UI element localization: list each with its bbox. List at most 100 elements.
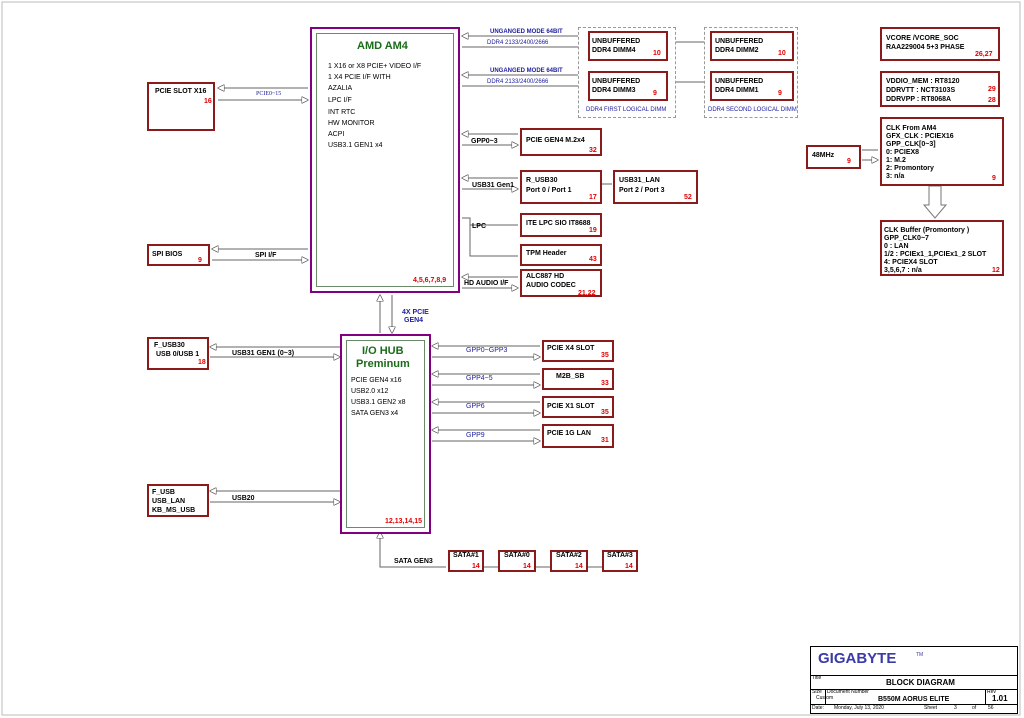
dimm-group1-label: DDR4 FIRST LOGICAL DIMM xyxy=(586,107,667,113)
arrow-spi xyxy=(212,249,308,260)
vddio-page1: 29 xyxy=(988,86,996,93)
clk-line-2: GPP_CLK[0~3] xyxy=(886,141,936,148)
cpu-line-0: 1 X16 or X8 PCIE+ VIDEO I/F xyxy=(328,63,422,70)
docnum-label: Document Number xyxy=(827,689,869,695)
m2-page: 32 xyxy=(589,147,597,154)
pcie-slot-x16-label: PCIE SLOT X16 xyxy=(155,88,207,95)
arrow-audio xyxy=(462,277,518,288)
bus-4x-pcie-2: GEN4 xyxy=(404,317,424,324)
cpu-block xyxy=(310,27,460,293)
slot-x1-page: 35 xyxy=(601,409,609,416)
slot-x4-label: PCIE X4 SLOT xyxy=(547,345,595,352)
bus-gpp03: GPP0~3 xyxy=(471,138,498,145)
slot-x1-box xyxy=(542,396,614,418)
sata3-box xyxy=(602,550,638,572)
bus-unganged-1: UNGANGED MODE 64BIT xyxy=(490,29,563,35)
m2-label: PCIE GEN4 M.2x4 xyxy=(526,137,585,144)
clkbuf-line-4: 4: PCIEX4 SLOT xyxy=(884,259,938,266)
bus-gpp6: GPP6 xyxy=(466,403,485,410)
title-label: Title xyxy=(812,675,822,681)
audio-line1: ALC887 HD xyxy=(526,273,565,280)
usb31-lan-line1: USB31_LAN xyxy=(619,177,660,184)
clk-line-5: 2: Promontory xyxy=(886,165,934,172)
dimm2-page: 10 xyxy=(778,50,786,57)
clkbuf-page: 12 xyxy=(992,267,1000,274)
usb31-lan-box xyxy=(613,170,698,204)
sata0-box xyxy=(498,550,536,572)
sheet-value: 3 xyxy=(954,705,957,711)
cpu-line-4: INT RTC xyxy=(328,109,356,116)
size-value: Custom xyxy=(816,695,834,701)
io-hub-block xyxy=(340,334,431,534)
vcore-page: 26,27 xyxy=(975,51,993,58)
bus-pciex: PCIE0~15 xyxy=(256,91,282,97)
bus-gpp4-5: GPP4~5 xyxy=(466,375,493,382)
lan-box xyxy=(542,424,614,448)
m2-box xyxy=(520,128,602,156)
usb31-lan-line2: Port 2 / Port 3 xyxy=(619,187,665,194)
pcie-slot-x16-page: 16 xyxy=(204,98,212,105)
dimm4-line2: DDR4 DIMM4 xyxy=(592,47,636,54)
hub-title-1: I/O HUB xyxy=(362,345,404,357)
rev-value: 1.01 xyxy=(992,694,1008,703)
sata1-page: 14 xyxy=(472,563,480,570)
dimm3-line1: UNBUFFERED xyxy=(592,78,641,85)
mhz-label: 48MHz xyxy=(812,152,835,159)
ite-box xyxy=(520,213,602,237)
clk-box xyxy=(880,117,1004,186)
ite-page: 19 xyxy=(589,227,597,234)
clk-line-6: 3: n/a xyxy=(886,173,905,180)
spi-bios-box xyxy=(147,244,210,266)
dimm3-line2: DDR4 DIMM3 xyxy=(592,87,636,94)
cpu-line-1: 1 X4 PCIE I/F WITH xyxy=(328,74,391,81)
dimm2-line2: DDR4 DIMM2 xyxy=(715,47,759,54)
docnum-value: B550M AORUS ELITE xyxy=(878,696,950,703)
sata1-label: SATA#1 xyxy=(453,552,479,559)
bus-usb31gen1: USB31 Gen1 xyxy=(472,182,515,189)
arrow-48mhz xyxy=(862,149,878,160)
cpu-pages: 4,5,6,7,8,9 xyxy=(413,277,447,284)
mhz-page: 9 xyxy=(847,158,851,165)
bus-usb20: USB20 xyxy=(232,495,255,502)
bus-gpp9: GPP9 xyxy=(466,432,485,439)
f-usb30-line2: USB 0/USB 1 xyxy=(156,351,200,358)
clk-page: 9 xyxy=(992,175,996,182)
line-sata xyxy=(379,536,602,568)
arrow-slot-x1 xyxy=(432,402,540,413)
bus-lpc: LPC xyxy=(472,223,486,230)
vddio-box xyxy=(880,71,1000,107)
clk-line-0: CLK From AM4 xyxy=(886,125,937,132)
r-usb30-page: 17 xyxy=(589,194,597,201)
clkbuf-line-2: 0 : LAN xyxy=(884,243,909,250)
audio-line2: AUDIO CODEC xyxy=(526,282,576,289)
clkbuf-line-3: 1/2 : PCIEx1_1,PCIEx1_2 SLOT xyxy=(884,251,987,258)
arrow-m2b xyxy=(432,374,540,385)
cpu-title: AMD AM4 xyxy=(357,40,408,52)
dimm4-line1: UNBUFFERED xyxy=(592,38,641,45)
of-value: 56 xyxy=(988,705,994,711)
ite-label: ITE LPC SIO IT8688 xyxy=(526,220,591,227)
hub-pages: 12,13,14,15 xyxy=(385,518,422,525)
bus-usb31gen1-03: USB31 GEN1 (0~3) xyxy=(232,350,295,357)
cpu-line-3: LPC I/F xyxy=(328,97,352,104)
usb31-lan-page: 52 xyxy=(684,194,692,201)
clk-line-3: 0: PCIEX8 xyxy=(886,149,920,156)
vddio-page2: 28 xyxy=(988,97,996,104)
r-usb30-line1: R_USB30 xyxy=(526,177,558,184)
bus-ddr-speed-1: DDR4 2133/2400/2666 xyxy=(487,40,549,46)
arrow-dimm4 xyxy=(462,36,588,47)
f-usb-line3: KB_MS_USB xyxy=(152,507,196,514)
arrow-clk-buffer xyxy=(922,185,948,219)
size-label: Size xyxy=(812,689,822,695)
bus-spi: SPI I/F xyxy=(255,252,277,259)
dimm1-box xyxy=(710,71,794,101)
dimm2-box xyxy=(710,31,794,61)
arrow-dimm3 xyxy=(462,75,588,86)
arrow-m2 xyxy=(462,134,518,145)
bus-ddr-speed-2: DDR4 2133/2400/2666 xyxy=(487,79,549,85)
cpu-line-6: ACPI xyxy=(328,131,345,138)
clkbuf-line-0: CLK Buffer (Promontory ) xyxy=(884,227,970,234)
bus-gpp0-gpp3: GPP0~GPP3 xyxy=(466,347,508,354)
clkbuf-line-5: 3,5,6,7 : n/a xyxy=(884,267,922,274)
sata0-label: SATA#0 xyxy=(504,552,530,559)
